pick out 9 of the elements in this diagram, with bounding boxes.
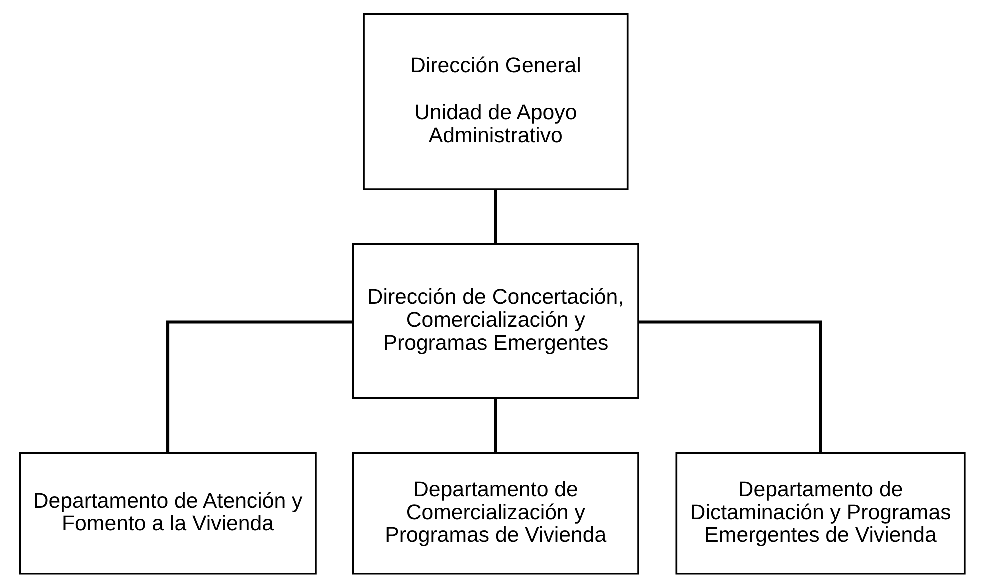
node-box: Departamento de Atención y Fomento a la Vivienda <box>18 452 316 575</box>
connector <box>638 320 822 454</box>
connector <box>166 320 353 454</box>
node-box: Departamento de Comercialización y Programas de Vivienda <box>352 452 639 575</box>
connector <box>494 398 497 454</box>
connector <box>494 190 497 244</box>
node-box: Departamento de Dictaminación y Programas Emergentes de Vivienda <box>675 452 966 575</box>
node-box: Dirección General Unidad de Apoyo Administrativo <box>362 13 628 190</box>
node-box: Dirección de Concertación, Comercialización y Programas Emergentes <box>352 244 639 400</box>
